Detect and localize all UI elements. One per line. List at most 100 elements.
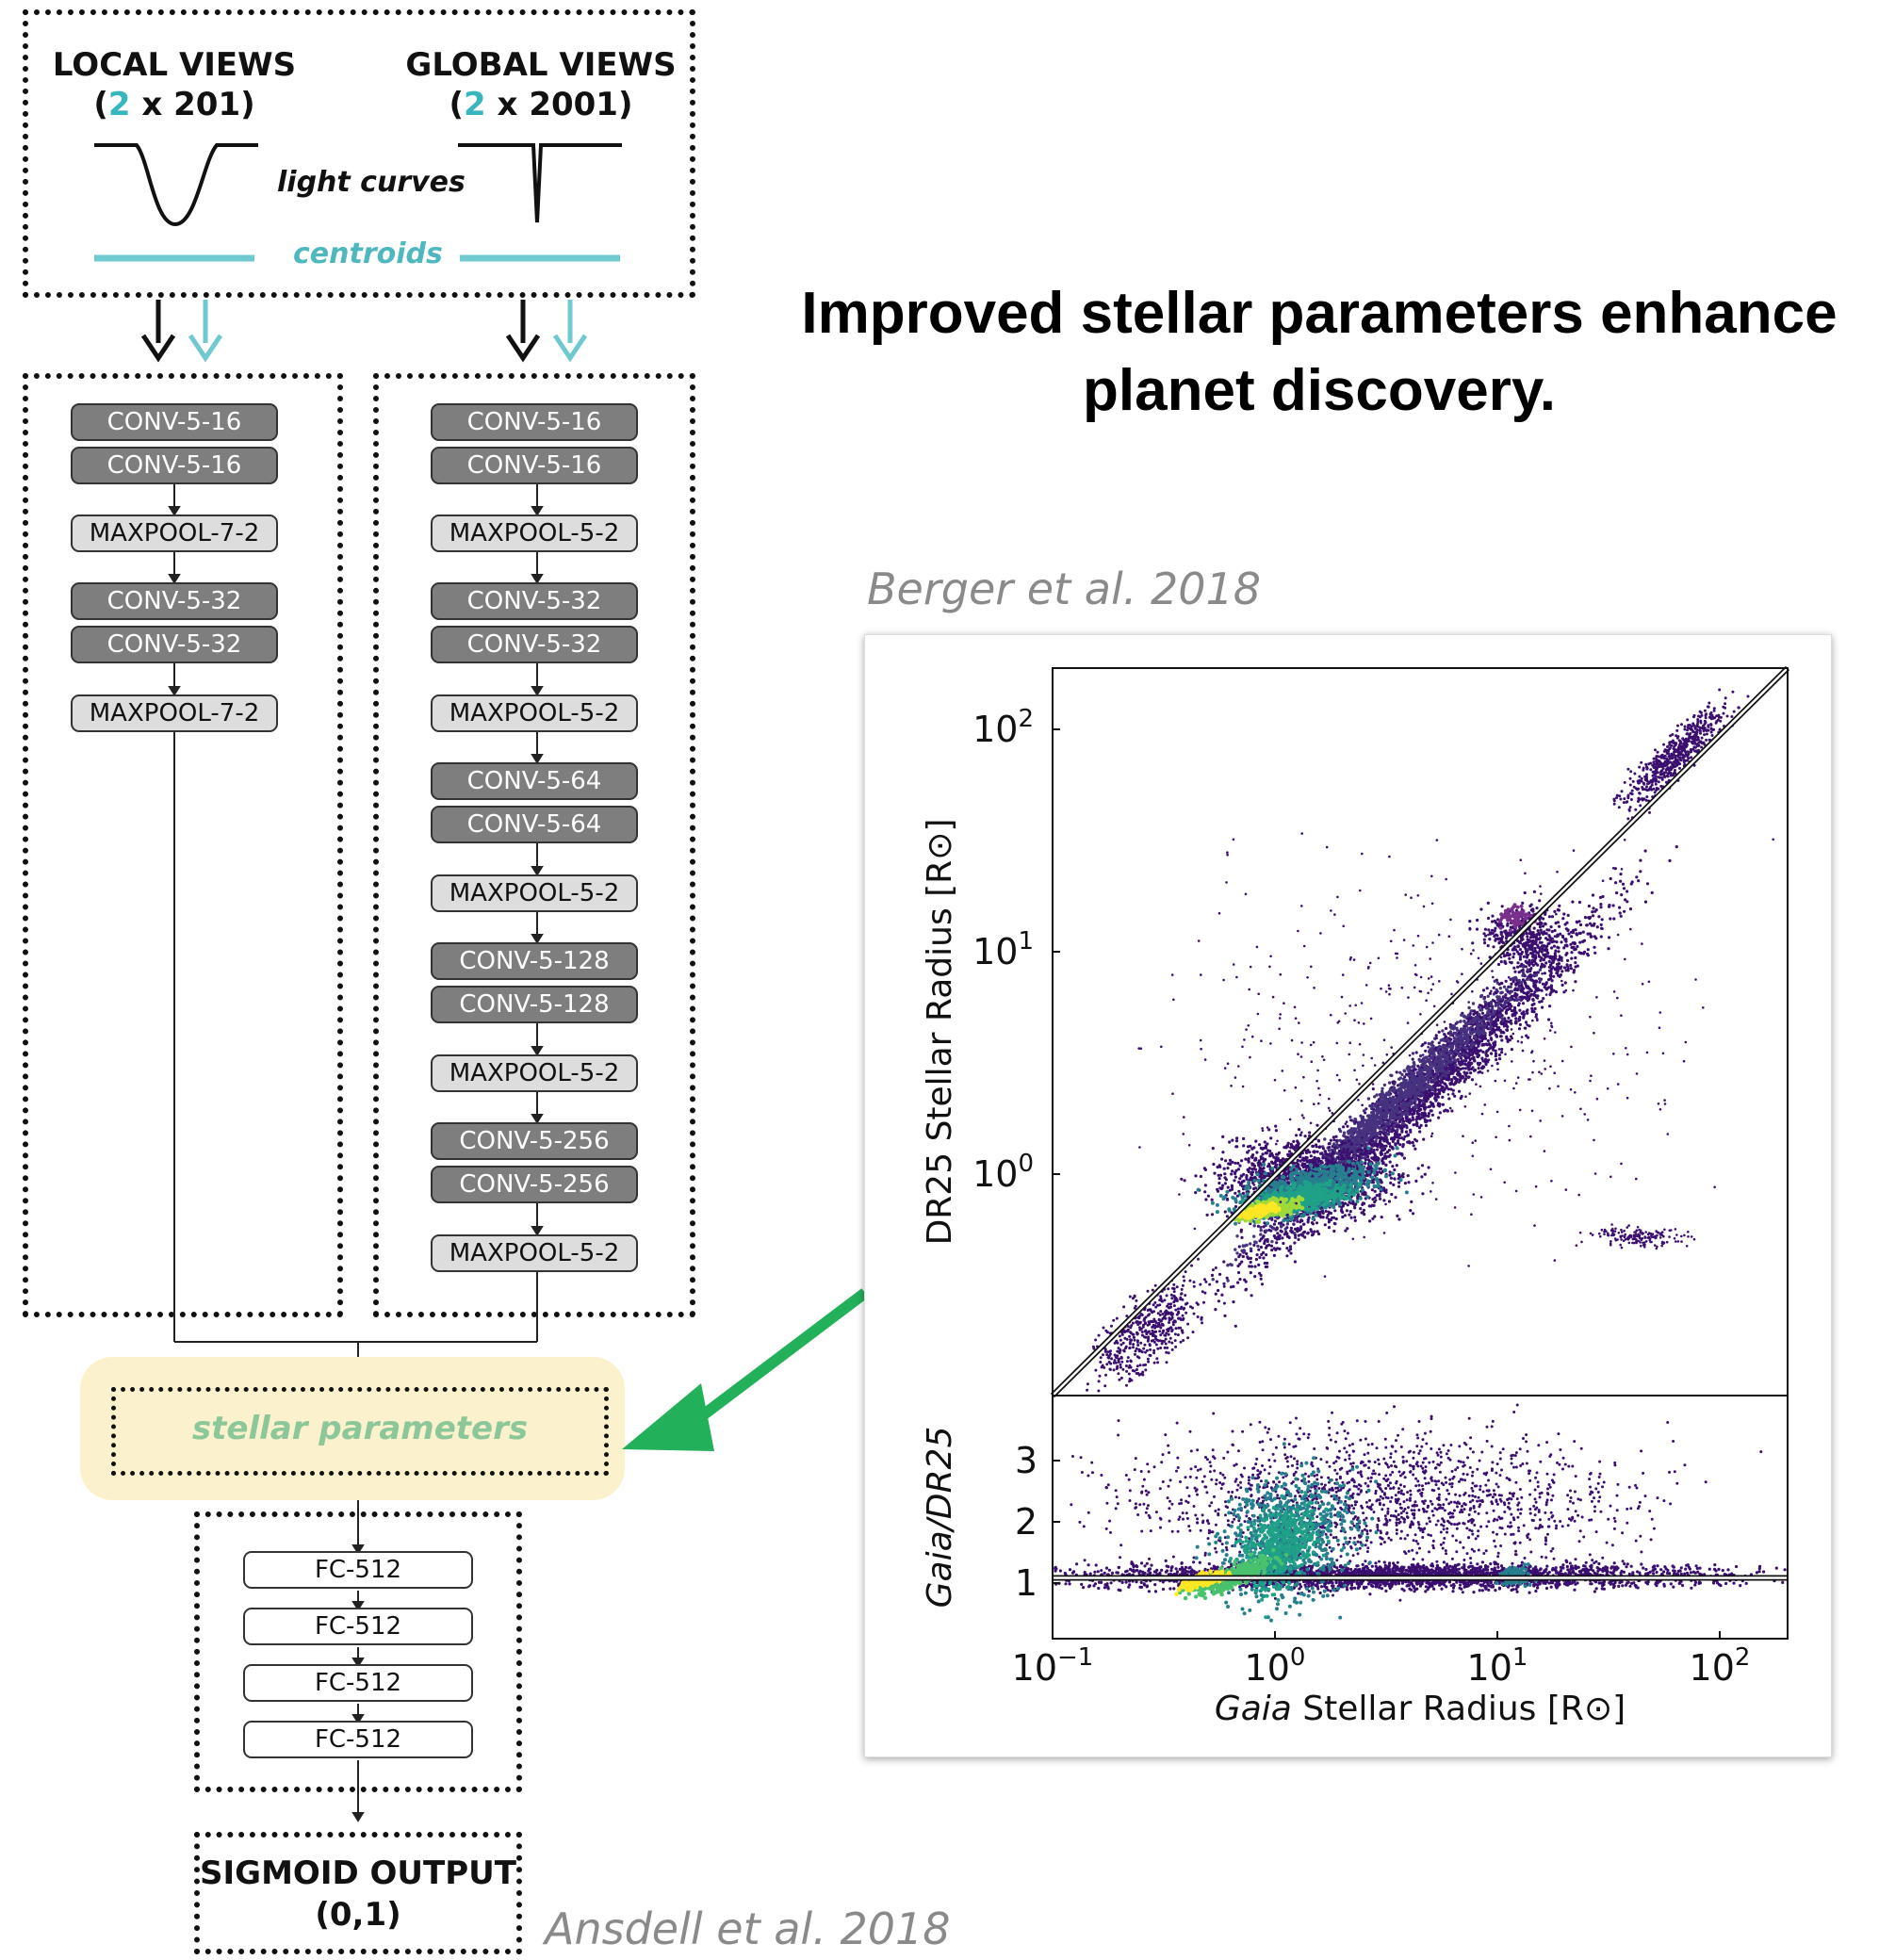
top-scatter-point bbox=[1462, 1067, 1465, 1070]
top-scatter-point bbox=[1463, 1062, 1467, 1066]
top-scatter-point bbox=[1467, 1055, 1471, 1059]
top-scatter-point bbox=[1615, 890, 1619, 895]
top-scatter-point bbox=[1396, 1128, 1399, 1132]
top-scatter-point bbox=[1284, 1146, 1288, 1150]
global-views-header: GLOBAL VIEWS (2 x 2001) bbox=[400, 45, 682, 124]
top-scatter-point bbox=[1344, 1141, 1348, 1145]
top-scatter-point bbox=[1262, 1225, 1266, 1229]
top-scatter-point bbox=[1593, 909, 1597, 913]
top-scatter-point bbox=[1267, 1243, 1271, 1247]
top-scatter-point bbox=[1254, 1257, 1258, 1262]
top-scatter-point bbox=[1214, 1308, 1217, 1312]
top-scatter-point bbox=[1386, 1097, 1391, 1102]
top-scatter-point bbox=[1391, 1109, 1395, 1113]
top-scatter-point bbox=[1453, 1081, 1458, 1086]
top-scatter-point bbox=[1398, 1083, 1402, 1086]
top-scatter-point bbox=[1414, 1118, 1418, 1121]
top-scatter-point bbox=[1222, 1260, 1226, 1264]
top-scatter-point bbox=[1384, 1163, 1388, 1167]
top-scatter-point bbox=[1273, 1219, 1277, 1223]
top-scatter-point bbox=[1467, 1005, 1471, 1010]
top-scatter-point bbox=[1398, 1093, 1402, 1098]
top-scatter-point bbox=[1323, 1137, 1327, 1141]
top-scatter-point bbox=[1445, 1086, 1448, 1089]
local-maxpool-block: MAXPOOL-7-2 bbox=[71, 694, 278, 732]
top-scatter-point bbox=[1582, 950, 1587, 954]
top-scatter-point bbox=[1538, 1000, 1542, 1004]
top-scatter-point bbox=[1398, 1090, 1403, 1094]
top-scatter-point bbox=[1498, 987, 1502, 990]
top-scatter-point bbox=[1448, 1064, 1452, 1068]
top-scatter-point bbox=[1477, 1005, 1481, 1009]
top-scatter-point bbox=[1550, 915, 1555, 919]
top-scatter-point bbox=[1549, 970, 1553, 973]
top-scatter-point bbox=[1312, 1233, 1315, 1236]
top-scatter-point bbox=[1375, 1194, 1379, 1198]
top-scatter-point bbox=[1402, 1137, 1406, 1141]
top-scatter-point bbox=[1213, 1171, 1217, 1175]
top-scatter-point bbox=[1220, 1293, 1224, 1297]
top-scatter-point bbox=[1538, 968, 1543, 972]
top-scatter-point bbox=[1485, 987, 1489, 990]
top-scatter-point bbox=[1299, 1133, 1302, 1137]
top-scatter-point bbox=[1501, 1018, 1505, 1022]
top-scatter-point bbox=[1438, 1060, 1442, 1065]
top-scatter-point bbox=[1374, 1119, 1378, 1122]
top-scatter-point bbox=[1448, 1030, 1452, 1034]
top-scatter-point bbox=[1402, 1069, 1406, 1072]
fc-layer-block: FC-512 bbox=[243, 1608, 473, 1645]
top-scatter-point bbox=[1342, 1134, 1346, 1137]
top-scatter-point bbox=[1609, 876, 1612, 881]
top-scatter-point bbox=[1398, 1133, 1402, 1136]
top-scatter-point bbox=[1282, 1241, 1285, 1246]
top-scatter-point bbox=[1477, 1027, 1480, 1031]
top-scatter-point bbox=[1422, 1137, 1426, 1141]
top-scatter-point bbox=[1446, 1078, 1450, 1082]
top-scatter-point bbox=[1264, 1246, 1268, 1250]
top-scatter-point bbox=[1458, 1089, 1462, 1093]
top-scatter-point bbox=[1505, 988, 1509, 991]
top-scatter-point bbox=[1453, 1058, 1457, 1062]
top-scatter-point bbox=[1486, 1038, 1490, 1043]
top-scatter-point bbox=[1417, 1080, 1421, 1084]
top-scatter-point bbox=[1465, 1037, 1470, 1042]
top-scatter-point bbox=[1413, 1112, 1416, 1116]
top-scatter-point bbox=[1512, 994, 1516, 998]
top-scatter-point bbox=[1618, 906, 1622, 909]
top-scatter-point bbox=[1383, 1117, 1387, 1121]
top-scatter-point bbox=[1494, 1023, 1497, 1027]
top-scatter-point bbox=[1578, 923, 1583, 927]
top-scatter-point bbox=[1549, 984, 1553, 988]
top-scatter-point bbox=[1675, 845, 1678, 849]
top-scatter-point bbox=[1237, 1270, 1241, 1275]
top-scatter-point bbox=[1417, 1084, 1421, 1087]
local-light-arrow bbox=[140, 300, 176, 363]
top-scatter-point bbox=[1396, 1088, 1400, 1093]
top-scatter-point bbox=[1639, 858, 1642, 862]
input-views-box bbox=[23, 9, 695, 298]
top-scatter-point bbox=[1332, 1138, 1336, 1142]
top-scatter-point bbox=[1214, 1292, 1217, 1296]
top-scatter-point bbox=[1635, 875, 1639, 879]
top-scatter-point bbox=[1408, 1118, 1412, 1121]
top-scatter-point bbox=[1392, 1119, 1396, 1123]
top-scatter-point bbox=[1278, 1247, 1282, 1250]
top-scatter-point bbox=[1429, 1104, 1432, 1108]
top-scatter-point bbox=[1500, 1051, 1504, 1054]
top-scatter-point bbox=[1333, 1146, 1337, 1150]
top-scatter-point bbox=[1517, 1027, 1522, 1031]
top-scatter-point bbox=[1488, 991, 1492, 995]
top-scatter-point bbox=[1384, 1144, 1388, 1148]
top-scatter-point bbox=[1574, 928, 1577, 932]
top-scatter-point bbox=[1592, 906, 1595, 910]
global-conv-block: CONV-5-256 bbox=[431, 1122, 638, 1160]
top-scatter-point bbox=[1269, 1229, 1273, 1233]
top-scatter-point bbox=[1258, 1271, 1262, 1275]
top-scatter-point bbox=[1348, 1115, 1352, 1119]
top-scatter-point bbox=[1299, 1159, 1302, 1163]
top-scatter-point bbox=[1352, 1155, 1357, 1159]
top-scatter-point bbox=[1585, 952, 1590, 956]
top-scatter-point bbox=[1547, 1018, 1551, 1021]
top-scatter-point bbox=[1458, 1046, 1462, 1051]
top-scatter-point bbox=[1262, 1234, 1266, 1238]
